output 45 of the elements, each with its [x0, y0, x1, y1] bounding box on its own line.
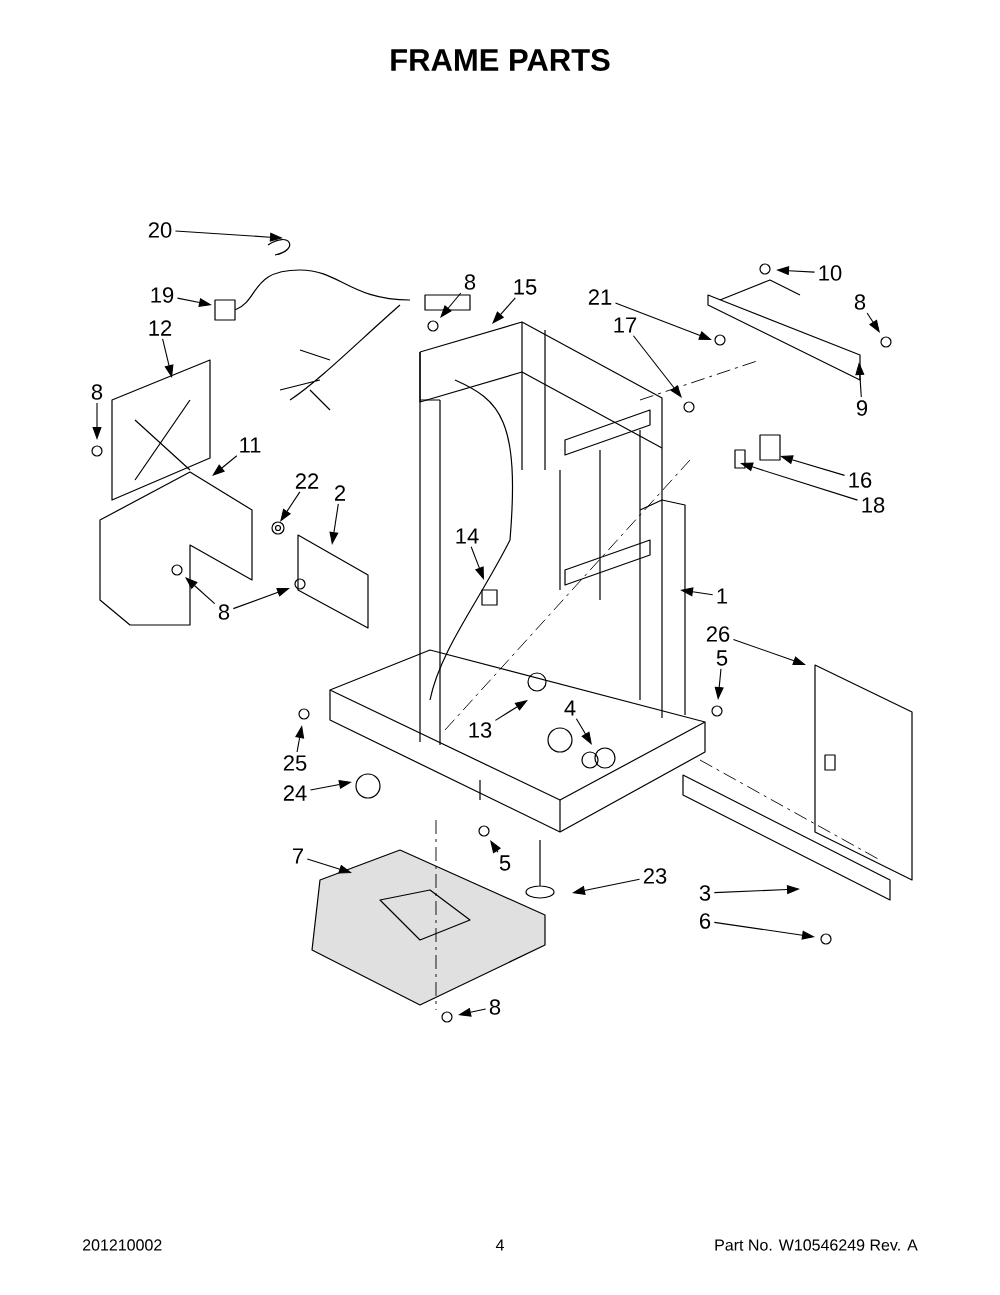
footer-text: 4 — [495, 1239, 504, 1251]
callout-number: 26 — [706, 626, 730, 642]
callout-number: 8 — [218, 604, 230, 620]
leader-arrow — [866, 312, 880, 333]
leader-arrow — [575, 718, 592, 745]
callout-number: 11 — [240, 437, 261, 453]
leader-arrow — [490, 840, 501, 854]
callout-number: 17 — [614, 317, 637, 333]
callout-number: 4 — [564, 700, 576, 716]
callout-number: 20 — [148, 222, 172, 238]
callout-number: 18 — [862, 497, 885, 513]
callout-number: 13 — [469, 722, 492, 738]
callout-number: 12 — [149, 320, 172, 336]
callout-number: 8 — [489, 999, 501, 1015]
callout-number: 16 — [849, 472, 872, 488]
callout-number: 8 — [91, 384, 103, 400]
leader-arrow — [494, 700, 528, 721]
callout-number: 14 — [456, 528, 479, 544]
callout-number: 8 — [854, 294, 866, 310]
callout-number: 9 — [856, 400, 868, 416]
title: FRAME PARTS — [391, 49, 610, 71]
callout-number: 15 — [514, 279, 537, 295]
callout-number: 8 — [464, 274, 476, 290]
leader-arrow — [440, 292, 462, 318]
callout-number: 7 — [293, 848, 303, 864]
callout-number: 3 — [699, 885, 711, 901]
callout-number: 2 — [335, 485, 345, 501]
leader-arrow — [212, 455, 238, 476]
callout-number: 19 — [151, 287, 174, 303]
callout-number: 21 — [588, 289, 612, 305]
callout-number: 24 — [283, 785, 307, 801]
callout-number: 1 — [717, 588, 728, 604]
callout-number: 5 — [499, 855, 511, 871]
callout-number: 22 — [295, 473, 319, 489]
leader-arrow — [632, 335, 682, 398]
footer-text: Part No. W10546249 Rev. A — [715, 1239, 918, 1251]
callout-number: 6 — [700, 913, 711, 929]
footer-text: 201210002 — [83, 1239, 162, 1251]
leader-arrow — [280, 491, 301, 522]
leader-arrow — [185, 577, 216, 605]
callout-number: 25 — [283, 755, 307, 771]
callout-number: 10 — [819, 265, 842, 281]
callout-number: 23 — [643, 868, 667, 884]
leader-arrow — [492, 297, 516, 324]
callout-number: 5 — [716, 650, 728, 666]
